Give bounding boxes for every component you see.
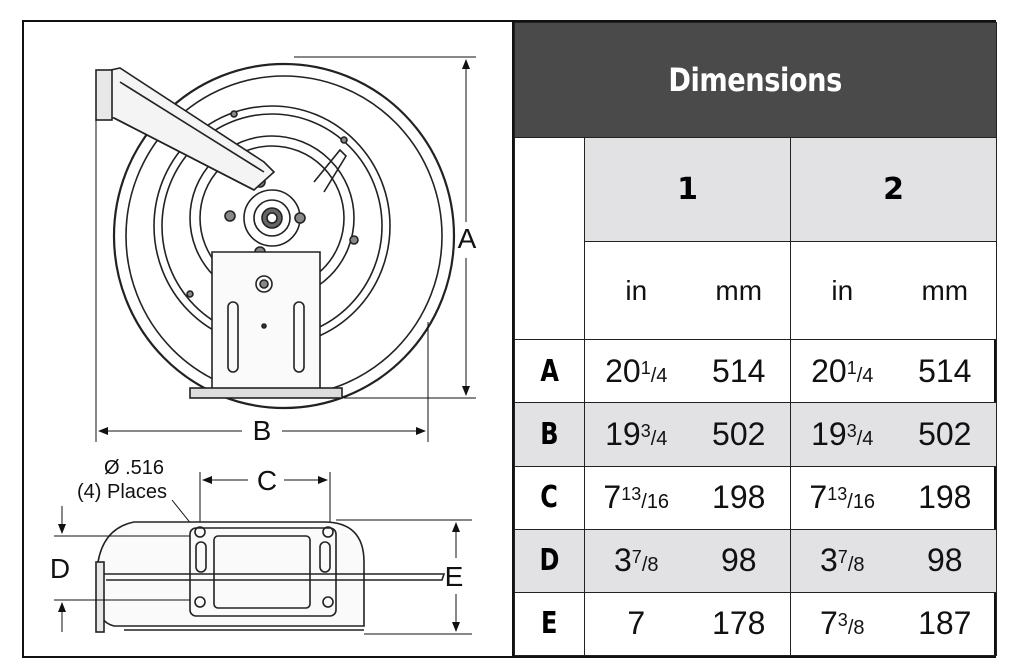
inch-whole: 3 xyxy=(820,542,838,579)
inch-whole: 7 xyxy=(809,479,828,516)
hose-reel-drawing: A B C Ø .516 (4) Places xyxy=(50,56,477,635)
row-label: D xyxy=(514,528,585,593)
unit-in-1: in xyxy=(584,241,688,341)
reel-side-view xyxy=(95,62,456,410)
value-mm-g2: 187 xyxy=(893,591,998,657)
row-label: A xyxy=(514,339,585,404)
value-mm-g2: 98 xyxy=(893,528,998,593)
value-in-g2: 201/4 xyxy=(790,339,894,404)
dimension-e xyxy=(336,519,472,635)
inch-whole: 7 xyxy=(627,605,646,642)
inch-fraction: 3/4 xyxy=(640,421,668,451)
unit-mm-2: mm xyxy=(893,241,998,341)
value-mm-g1: 514 xyxy=(687,339,791,404)
spec-frame: A B C Ø .516 (4) Places xyxy=(22,20,998,658)
inch-whole: 20 xyxy=(811,352,847,389)
table-title: Dimensions xyxy=(513,22,998,138)
value-mm-g1: 502 xyxy=(687,402,791,467)
inch-whole: 20 xyxy=(605,352,641,389)
row-label: B xyxy=(514,402,585,467)
inch-whole: 19 xyxy=(605,416,641,453)
value-mm-g2: 514 xyxy=(893,339,998,404)
group-header-2: 2 xyxy=(789,136,998,243)
value-in-g1: 713/16 xyxy=(584,465,688,530)
value-mm-g1: 178 xyxy=(687,591,791,657)
inch-fraction: 7/8 xyxy=(631,547,659,577)
label-e: E xyxy=(445,561,464,592)
inch-fraction: 7/8 xyxy=(837,547,865,577)
value-mm-g2: 502 xyxy=(893,402,998,467)
corner-cell xyxy=(514,136,585,341)
dimension-b xyxy=(95,118,429,442)
value-in-g2: 37/8 xyxy=(790,528,894,593)
value-in-g1: 201/4 xyxy=(584,339,688,404)
label-b: B xyxy=(253,415,272,446)
reel-bottom-view xyxy=(95,521,446,633)
inch-fraction: 1/4 xyxy=(846,357,874,387)
value-mm-g1: 198 xyxy=(687,465,791,530)
inch-whole: 7 xyxy=(603,479,622,516)
unit-in-2: in xyxy=(790,241,894,341)
inch-fraction: 13/16 xyxy=(827,484,876,514)
label-a: A xyxy=(458,223,477,254)
dimension-d xyxy=(54,506,190,632)
value-mm-g1: 98 xyxy=(687,528,791,593)
value-in-g1: 7 xyxy=(584,591,688,657)
value-in-g2: 713/16 xyxy=(790,465,894,530)
row-label: E xyxy=(514,591,585,657)
group-header-1: 1 xyxy=(584,136,791,243)
label-d: D xyxy=(50,553,70,584)
inch-fraction: 13/16 xyxy=(621,484,670,514)
dimension-a xyxy=(294,56,476,399)
inch-fraction: 3/4 xyxy=(846,421,874,451)
inch-fraction: 1/4 xyxy=(640,357,668,387)
inch-fraction: 3/8 xyxy=(837,610,865,640)
label-c: C xyxy=(257,465,277,496)
value-mm-g2: 198 xyxy=(893,465,998,530)
inch-whole: 7 xyxy=(820,605,838,642)
inch-whole: 19 xyxy=(811,416,847,453)
technical-drawing: A B C Ø .516 (4) Places xyxy=(24,22,512,656)
hole-note-diameter: Ø .516 xyxy=(104,457,164,479)
hole-note-places: (4) Places xyxy=(77,481,167,503)
value-in-g2: 193/4 xyxy=(790,402,894,467)
value-in-g1: 37/8 xyxy=(584,528,688,593)
row-label: C xyxy=(514,465,585,530)
unit-mm-1: mm xyxy=(687,241,791,341)
value-in-g1: 193/4 xyxy=(584,402,688,467)
inch-whole: 3 xyxy=(614,542,632,579)
value-in-g2: 73/8 xyxy=(790,591,894,657)
